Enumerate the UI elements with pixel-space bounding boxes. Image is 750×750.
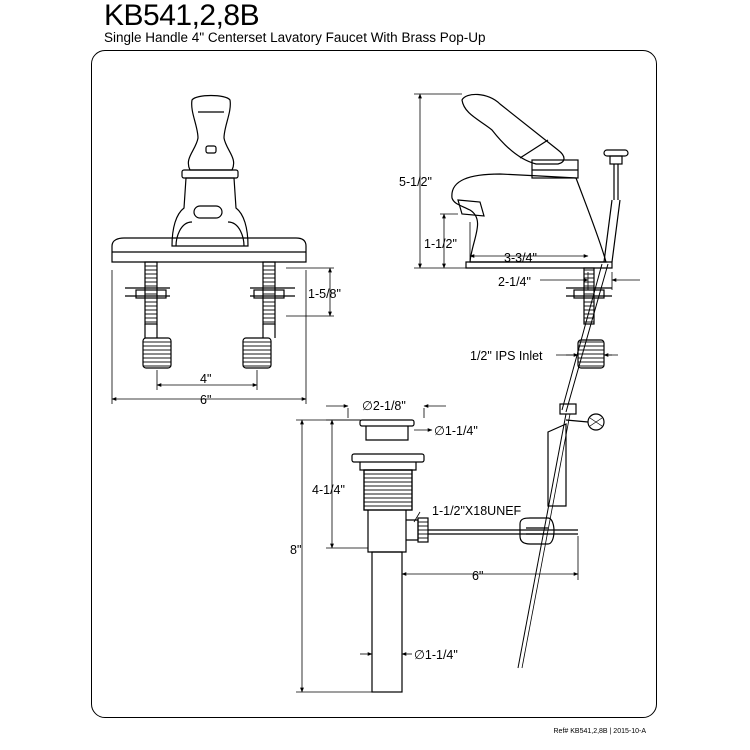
reference-code: Ref# KB541,2,8B | 2015-10-A [553,728,647,735]
dim-side-height: 5-1/2" [399,175,432,189]
dim-width: 6" [200,393,211,407]
dim-center: 4" [200,372,211,386]
dim-drain-flange: ∅2-1/8" [362,399,406,413]
dim-spout-reach: 3-3/4" [504,251,537,265]
faucet-front-view [111,94,334,404]
dim-base-offset: 2-1/4" [498,275,531,289]
dim-lift-rod: 6" [472,569,483,583]
dim-tailpiece: ∅1-1/4" [414,648,458,662]
dim-drain-total: 8" [290,543,301,557]
drawing-frame [91,50,657,718]
model-number: KB541,2,8B [104,0,260,32]
faucet-side-view [414,93,640,369]
dim-spout-height: 1-1/2" [424,237,457,251]
dim-inlet: 1/2" IPS Inlet [470,349,543,363]
product-description: Single Handle 4" Centerset Lavatory Fauc… [104,30,486,45]
dim-riser: 1-5/8" [308,287,341,301]
dim-drain-thread: 1-1/2"X18UNEF [432,504,522,518]
dim-drain-body: 4-1/4" [312,483,345,497]
pop-up-drain [296,263,609,693]
dim-drain-top: ∅1-1/4" [434,424,478,438]
